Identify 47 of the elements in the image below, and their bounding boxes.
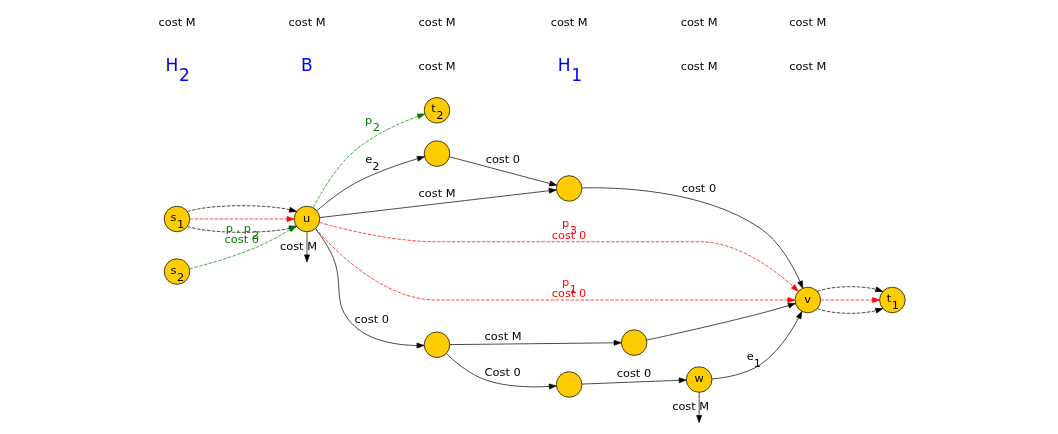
- edge-label: cost 0: [485, 151, 521, 166]
- label: cost M: [550, 15, 588, 30]
- arrow: [319, 222, 799, 292]
- arrow: [711, 311, 803, 380]
- arrow: [817, 286, 884, 293]
- edge-label: cost M: [484, 328, 522, 343]
- label: cost M: [418, 58, 456, 73]
- node-circle: [556, 371, 583, 398]
- node-circle: [621, 329, 648, 356]
- arrow: [187, 205, 297, 213]
- arrow: [315, 228, 796, 303]
- node-circle: [556, 175, 583, 202]
- label: cost M: [789, 15, 827, 30]
- label: cost M: [418, 15, 456, 30]
- label: cost M: [789, 58, 827, 73]
- label: cost M: [680, 58, 718, 73]
- arrow: [449, 340, 622, 346]
- arrow: [820, 297, 880, 303]
- node-circle: [423, 331, 451, 358]
- arrow: [581, 377, 687, 385]
- edge-label: cost 0: [354, 311, 389, 326]
- arrow: [319, 187, 557, 218]
- arrow: [315, 228, 425, 349]
- edge-label: cost 0: [616, 366, 652, 381]
- edge-label: cost M: [418, 185, 456, 200]
- label: cost M: [680, 15, 718, 30]
- arrow: [646, 302, 796, 341]
- node-circle: u: [293, 205, 321, 233]
- edge-label: cost M: [280, 238, 317, 253]
- label: cost M: [288, 15, 326, 30]
- arrow: [449, 156, 558, 187]
- arrow: [316, 156, 425, 212]
- label: B: [300, 55, 313, 76]
- edge-label: cost M: [672, 399, 710, 414]
- node-circle: v: [794, 286, 821, 314]
- arrow: [312, 113, 425, 208]
- arrow: [304, 231, 310, 263]
- arrow: [696, 392, 702, 423]
- edge-label: cost 0: [681, 180, 717, 195]
- node-circle: w: [686, 366, 713, 393]
- arrow: [189, 216, 295, 222]
- node-circle: [423, 140, 451, 167]
- arrow: [446, 353, 557, 390]
- arrow: [817, 307, 884, 314]
- label: cost M: [158, 15, 196, 30]
- arrow: [581, 187, 804, 289]
- edge-label: Cost 0: [484, 364, 521, 379]
